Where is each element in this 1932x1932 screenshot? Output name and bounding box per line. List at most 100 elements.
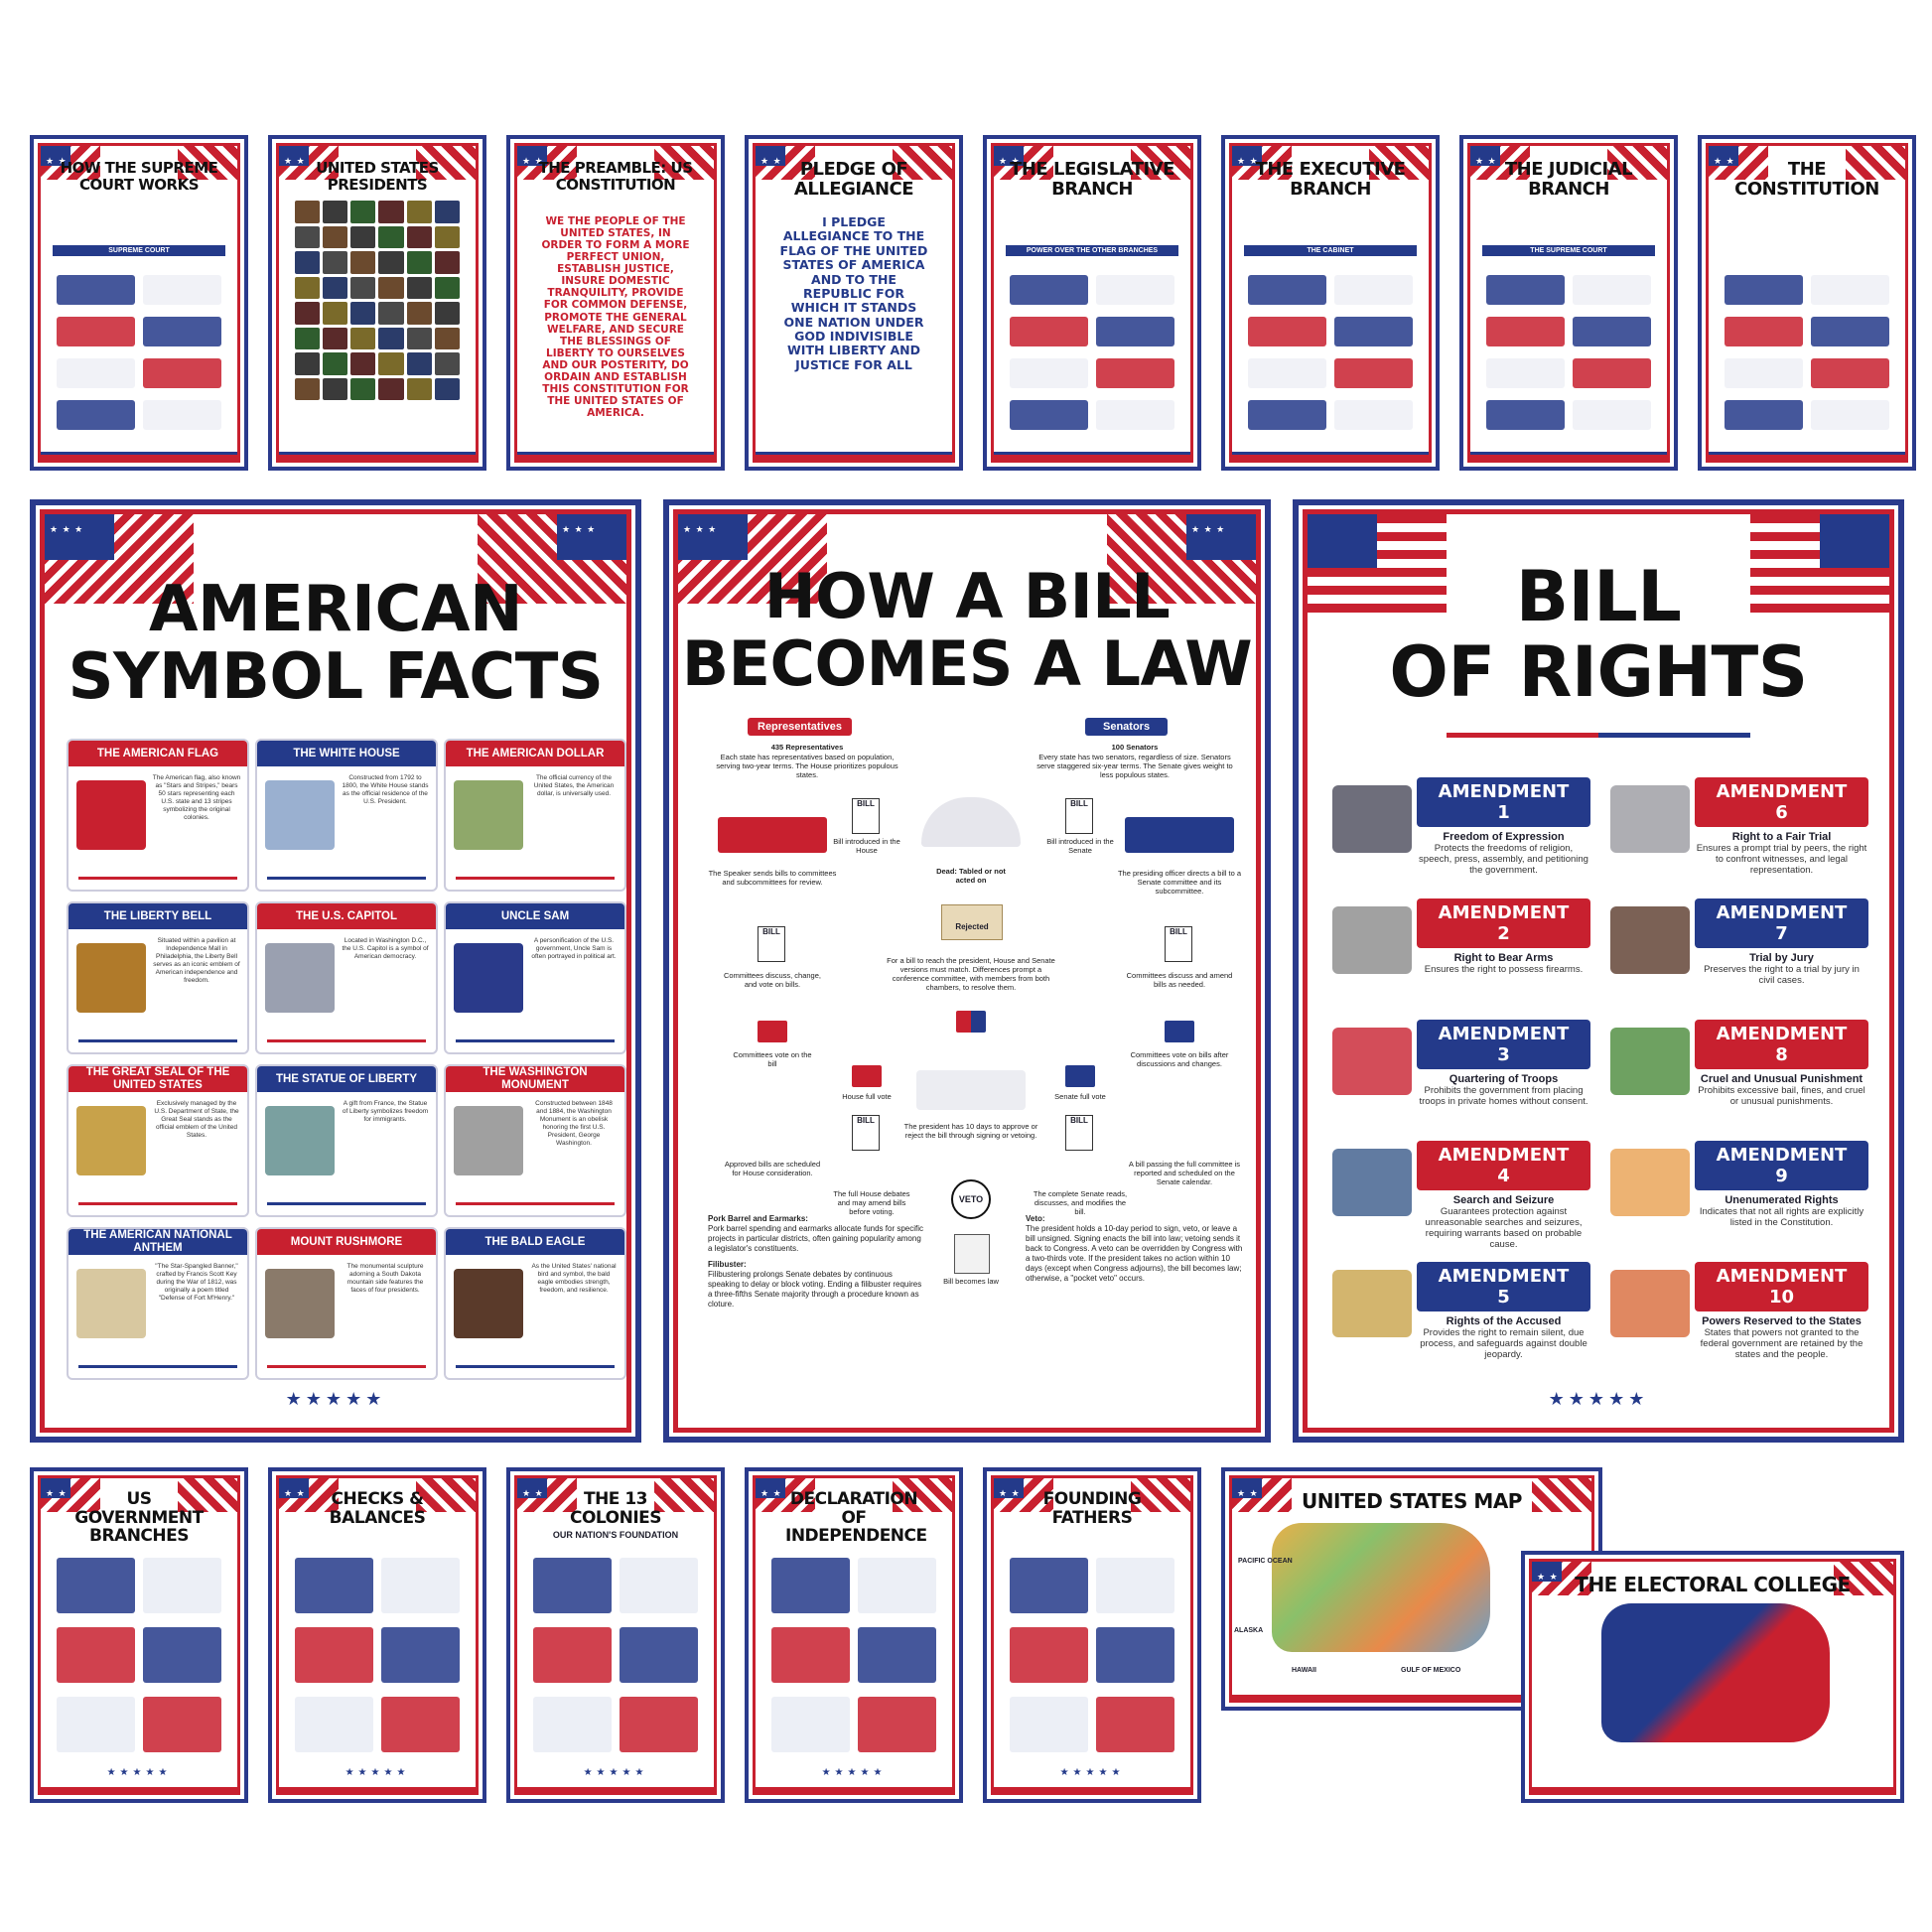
president-portrait [350,302,376,325]
president-portrait [350,251,376,274]
poster-bottom-5: FOUNDING FATHERS★★★★★ [983,1467,1201,1803]
bill-doc-senate-committee: BILL [1165,926,1192,962]
map-label: GULF OF MEXICO [1401,1667,1461,1674]
symbol-card-heading: THE AMERICAN FLAG [69,741,247,766]
symbol-card: THE AMERICAN FLAG The American flag, also… [67,739,249,892]
senate-chamber-icon [1125,817,1234,853]
amendment-title: Search and Seizure [1452,1194,1555,1206]
page-title: HOW A BILL BECOMES A LAW [681,560,1253,700]
amendment-label: AMENDMENT 3 [1417,1020,1590,1069]
symbol-card-text: Constructed between 1848 and 1884, the W… [535,1100,613,1147]
amendment-title: Unenumerated Rights [1725,1194,1839,1206]
president-portrait [434,251,460,274]
poster-title: DECLARATION OF INDEPENDENCE [785,1489,927,1547]
president-text: The president has 10 days to approve or … [903,1122,1038,1140]
content-block [142,1558,222,1613]
amendment-description: Prohibits excessive bail, fines, and cru… [1698,1085,1865,1107]
amendment-label: AMENDMENT 8 [1695,1020,1868,1069]
stars-footer: ★★★★★ [345,1767,410,1778]
stars-footer: ★★★★★ [1059,1767,1125,1778]
symbol-card-heading: THE GREAT SEAL OF THE UNITED STATES [69,1066,247,1092]
content-block [1485,358,1566,388]
symbol-card-heading: THE LIBERTY BELL [69,903,247,929]
amendment-image [1610,906,1690,974]
amendment-image [1332,906,1412,974]
content-block [619,1558,699,1613]
content-block [532,1627,613,1683]
president-portrait [323,251,348,274]
white-house-icon [916,1070,1026,1110]
content-block [380,1697,461,1752]
president-portrait [295,327,321,349]
symbol-card: THE AMERICAN NATIONAL ANTHEM"The Star-Sp… [67,1227,249,1380]
president-portrait [378,377,404,400]
content-block [142,400,222,430]
poster-bottom-7: THE ELECTORAL COLLEGE [1521,1551,1904,1803]
president-portrait [323,225,348,248]
symbol-image [454,1106,523,1175]
content-block [1810,317,1890,346]
content-block [142,1697,222,1752]
symbol-card-text: The American flag, also known as "Stars … [152,774,241,821]
amendment-image [1610,1028,1690,1095]
content-block [1009,400,1089,430]
senate-full-ballot [1065,1065,1095,1087]
content-block [1333,358,1414,388]
content-block [770,1627,851,1683]
president-portrait [295,352,321,375]
content-block [1810,358,1890,388]
amendment-label: AMENDMENT 10 [1695,1262,1868,1311]
symbol-card-heading: THE AMERICAN DOLLAR [446,741,624,766]
content-block [1724,317,1804,346]
president-portrait [323,327,348,349]
map-label: ALASKA [1234,1627,1264,1634]
content-block [1724,275,1804,305]
house-chamber-icon [718,817,827,853]
president-portrait [295,276,321,299]
stars-footer: ★★★★★ [821,1767,887,1778]
us-map [1272,1523,1490,1652]
poster-title: THE ELECTORAL COLLEGE [1575,1573,1851,1596]
content-block [380,1627,461,1683]
notes-left: Pork Barrel and Earmarks: Pork barrel sp… [708,1214,923,1309]
amendment-description: Indicates that not all rights are explic… [1699,1206,1864,1228]
content-block [56,1697,136,1752]
bill-doc-senate: BILL [1065,798,1093,834]
president-portrait [295,377,321,400]
content-block [857,1558,937,1613]
content-block [1485,400,1566,430]
president-portrait [295,251,321,274]
poster-bottom-2: CHECKS & BALANCES★★★★★ [268,1467,486,1803]
capitol-icon [921,797,1021,847]
content-block [56,317,136,346]
content-block [142,275,222,305]
symbol-card-text: The monumental sculpture adorning a Sout… [346,1263,424,1294]
content-block [1095,275,1175,305]
content-block [532,1558,613,1613]
content-block [770,1558,851,1613]
content-block [1572,358,1652,388]
content-block [1009,317,1089,346]
content-block [294,1697,374,1752]
symbol-image [454,943,523,1013]
poster-subheading: SUPREME COURT [53,245,225,256]
president-portrait [434,225,460,248]
amendment-title: Right to Bear Arms [1453,952,1554,964]
poster-bottom-1: US GOVERNMENT BRANCHES★★★★★ [30,1467,248,1803]
poster-subheading: OUR NATION'S FOUNDATION [552,1530,679,1540]
notes-right: Veto: The president holds a 10-day perio… [1026,1214,1243,1283]
amendment-title: Freedom of Expression [1443,831,1565,843]
content-block [142,1627,222,1683]
content-block [56,1627,136,1683]
content-block [1009,275,1089,305]
poster-top-2: UNITED STATES PRESIDENTS [268,135,486,471]
content-block [1095,1558,1175,1613]
amendment-image [1332,1149,1412,1216]
